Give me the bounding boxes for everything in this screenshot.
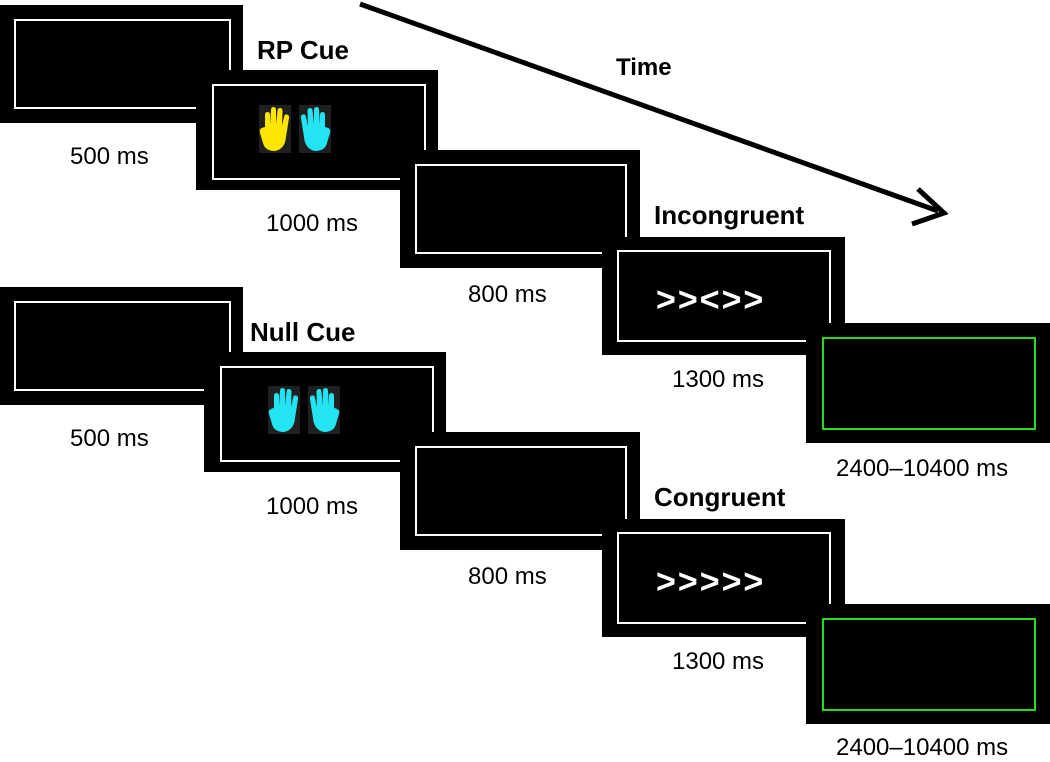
rp-iti-duration: 2400–10400 ms bbox=[836, 455, 1009, 482]
null-condition-title: Congruent bbox=[654, 482, 786, 512]
null-iti-duration: 2400–10400 ms bbox=[836, 734, 1009, 761]
null-left-hand-icon bbox=[268, 386, 300, 434]
null-flanker-screen: >>>>> bbox=[602, 519, 845, 637]
rp-delay-screen bbox=[400, 150, 640, 268]
rp-right-hand-icon bbox=[299, 105, 331, 153]
rp-cue-screen bbox=[196, 70, 438, 190]
null-right-hand-icon bbox=[308, 386, 340, 434]
null-cue-title: Null Cue bbox=[250, 317, 356, 347]
null-delay-screen bbox=[400, 432, 640, 550]
rp-flanker-arrows: >><>> bbox=[656, 281, 766, 319]
null-fixation-duration: 500 ms bbox=[70, 425, 149, 452]
rp-fixation-duration: 500 ms bbox=[70, 143, 149, 170]
rp-flanker-screen: >><>> bbox=[602, 237, 845, 355]
rp-cue-title: RP Cue bbox=[257, 35, 349, 65]
null-fixation-screen bbox=[0, 287, 243, 405]
null-delay-duration: 800 ms bbox=[468, 563, 547, 590]
rp-condition-title: Incongruent bbox=[654, 200, 805, 230]
time-label: Time bbox=[616, 54, 672, 81]
null-flanker-duration: 1300 ms bbox=[672, 648, 765, 675]
rp-iti-screen bbox=[806, 323, 1050, 443]
rp-delay-duration: 800 ms bbox=[468, 281, 547, 308]
null-flanker-arrows: >>>>> bbox=[656, 563, 766, 601]
rp-cue-duration: 1000 ms bbox=[266, 210, 359, 237]
rp-left-hand-icon bbox=[259, 105, 291, 153]
null-iti-screen bbox=[806, 604, 1050, 724]
null-cue-duration: 1000 ms bbox=[266, 493, 359, 520]
rp-flanker-duration: 1300 ms bbox=[672, 366, 765, 393]
